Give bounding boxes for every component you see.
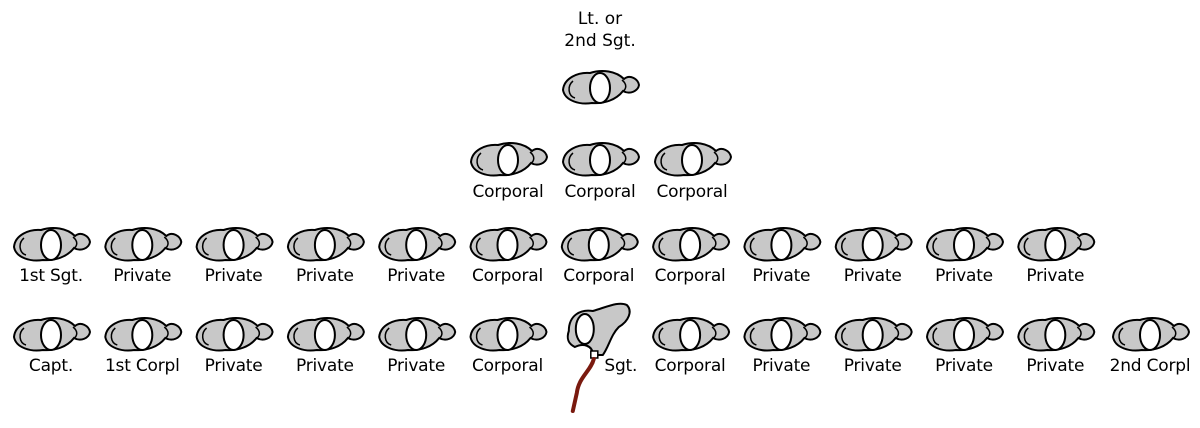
soldier-label: Corporal (654, 266, 726, 286)
soldier-label: Private (295, 356, 354, 376)
head (496, 229, 519, 261)
soldier-label: Private (935, 266, 993, 286)
head (679, 319, 702, 351)
head (497, 144, 519, 176)
soldier-figure (652, 227, 731, 262)
soldier-figure (104, 227, 183, 262)
head (587, 229, 610, 261)
head (861, 319, 884, 351)
soldier-label: Private (1026, 266, 1085, 286)
head (681, 144, 703, 176)
head (40, 319, 62, 351)
head (1044, 319, 1067, 351)
soldier-figure (925, 227, 1005, 262)
soldier-label: 2nd Corpl (1109, 356, 1191, 376)
soldier-label: Private (752, 356, 811, 376)
head (770, 229, 793, 261)
soldier-figure (834, 317, 913, 352)
soldier-figure (1111, 317, 1191, 352)
soldier-label: Corporal (656, 182, 728, 202)
head (953, 229, 975, 261)
head (589, 144, 611, 176)
officer-figure-top (561, 70, 641, 105)
soldier-label: Corporal (472, 266, 543, 286)
head (1139, 319, 1161, 351)
head (222, 319, 245, 351)
head (405, 229, 428, 261)
fallen-sergeant-figure (566, 302, 631, 359)
soldier-label: Corporal (472, 356, 543, 376)
soldier-figure (469, 227, 548, 262)
head (222, 229, 245, 261)
soldier-label: Private (935, 356, 993, 376)
head (496, 319, 519, 351)
soldier-label: Private (295, 266, 354, 286)
head (1044, 229, 1067, 261)
soldier-figure (286, 227, 365, 262)
head (679, 229, 702, 261)
soldier-figure (286, 317, 365, 352)
soldier-label: Private (113, 266, 172, 286)
soldier-figure (925, 317, 1005, 352)
soldier-label: Private (204, 356, 263, 376)
soldier-figure (834, 227, 913, 262)
top-officer-label: Lt. or 2nd Sgt. (564, 8, 635, 52)
soldier-label: Corporal (654, 356, 726, 376)
soldier-figure (560, 227, 639, 262)
soldier-figure (469, 317, 548, 352)
soldier-figure (469, 142, 549, 177)
soldier-label: 1st Sgt. (19, 266, 83, 286)
head (953, 319, 975, 351)
soldier-figure (1017, 227, 1096, 262)
soldier-figure (743, 317, 822, 352)
soldier-figure (378, 227, 457, 262)
soldier-label: Private (843, 356, 902, 376)
soldier-label: Private (387, 356, 446, 376)
soldier-label: Private (752, 266, 811, 286)
soldier-figure (378, 317, 457, 352)
soldier-figure (1017, 317, 1096, 352)
soldier-figure (195, 317, 274, 352)
top-label-line1: Lt. or (577, 9, 623, 29)
head (313, 319, 336, 351)
soldier-label: Private (387, 266, 446, 286)
head (40, 229, 62, 261)
soldier-figure (104, 317, 183, 352)
soldier-figure (743, 227, 822, 262)
soldier-figure (652, 317, 731, 352)
soldier-label: Private (843, 266, 902, 286)
top-label-line2: 2nd Sgt. (564, 31, 636, 51)
soldier-label: Corporal (472, 182, 544, 202)
head (131, 319, 154, 351)
head (861, 229, 884, 261)
soldier-figure (12, 227, 92, 262)
soldier-label: Capt. (28, 356, 74, 376)
fallen-sergeant-label: Sgt. (604, 356, 638, 376)
soldier-figure (12, 317, 92, 352)
head (313, 229, 336, 261)
head (405, 319, 428, 351)
blood-trail (570, 357, 596, 413)
soldier-figure (561, 142, 641, 177)
soldier-label: 1st Corpl (104, 356, 180, 376)
soldier-figure (653, 142, 733, 177)
soldier-label: Private (204, 266, 263, 286)
head (589, 72, 611, 104)
soldier-label: Corporal (564, 182, 636, 202)
soldier-label: Private (1026, 356, 1085, 376)
head (131, 229, 154, 261)
head (770, 319, 793, 351)
soldier-figure (195, 227, 274, 262)
soldier-label: Corporal (563, 266, 635, 286)
